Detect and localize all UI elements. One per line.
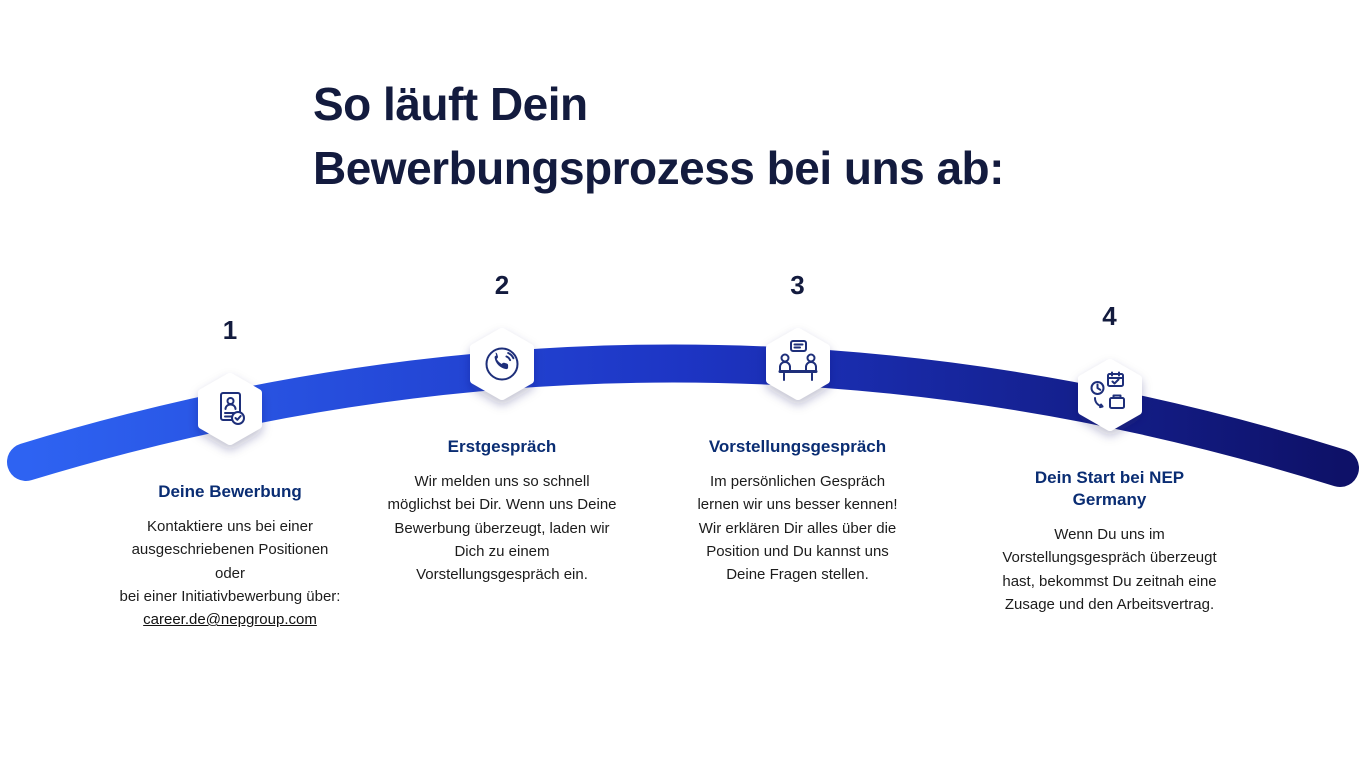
step-4-heading: Dein Start bei NEP Germany bbox=[1034, 468, 1185, 510]
step-1-number: 1 bbox=[222, 315, 238, 345]
step-3-number: 3 bbox=[790, 270, 805, 300]
step-4: 4 Dein Start bei NEP Germany Wenn Du uns… bbox=[1002, 299, 1217, 616]
step-4-body: Wenn Du uns im Vorstellungsgespräch über… bbox=[1002, 526, 1217, 613]
step-3-body: Im persönlichen Gespräch lernen wir uns … bbox=[697, 473, 898, 584]
step-4-number: 4 bbox=[1102, 301, 1117, 331]
step-2: 2 Erstgespräch Wir melden uns so schnell… bbox=[387, 268, 617, 586]
step-1: 1 Deine Bewerbung Kontaktiere uns bei ei… bbox=[100, 313, 360, 629]
step-2-heading: Erstgespräch bbox=[447, 437, 557, 456]
step-1-heading: Deine Bewerbung bbox=[158, 482, 302, 501]
resume-check-icon bbox=[100, 367, 360, 451]
interview-icon bbox=[690, 322, 905, 406]
step-3-heading: Vorstellungsgespräch bbox=[708, 437, 887, 456]
page-title: So läuft Dein Bewerbungsprozess bei uns … bbox=[313, 72, 1193, 200]
page-title-line1: So läuft Dein bbox=[313, 78, 588, 130]
step-1-body: Kontaktiere uns bei einer ausgeschrieben… bbox=[119, 518, 341, 605]
step-3: 3 Vorstellungsgespräch Im persönlichen G… bbox=[690, 268, 905, 586]
step-2-body: Wir melden uns so schnell möglichst bei … bbox=[387, 473, 617, 584]
career-email-link[interactable]: career.de@nepgroup.com bbox=[143, 611, 317, 629]
step-2-number: 2 bbox=[494, 270, 510, 300]
phone-call-icon bbox=[387, 322, 617, 406]
page-title-line2: Bewerbungsprozess bei uns ab: bbox=[313, 142, 1004, 194]
onboarding-icon bbox=[1002, 353, 1217, 437]
